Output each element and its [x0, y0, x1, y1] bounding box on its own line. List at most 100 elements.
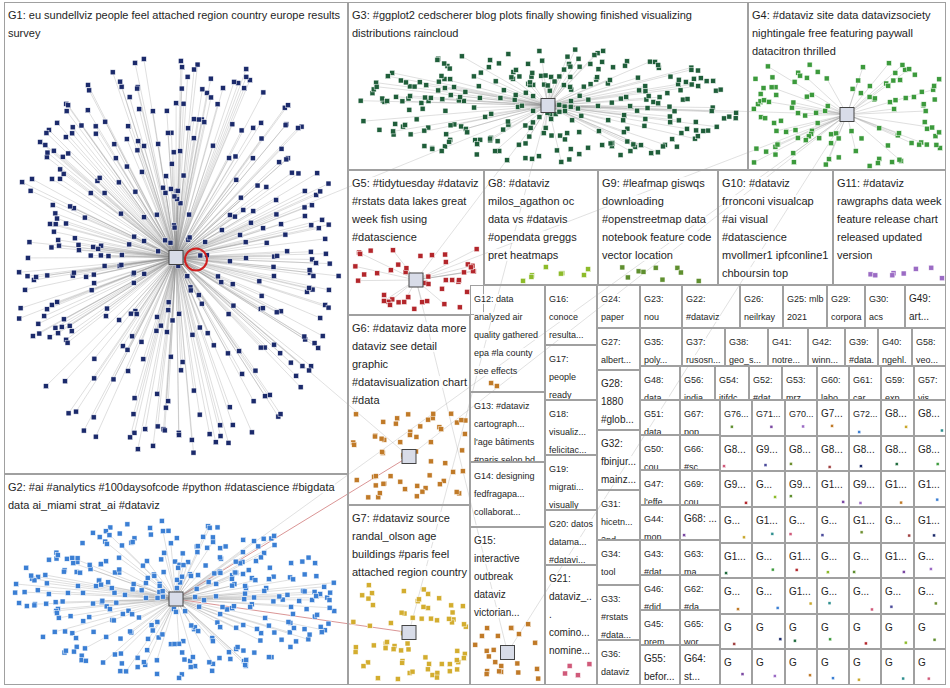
vertex [79, 653, 84, 658]
vertex [680, 97, 685, 102]
vertex [565, 131, 570, 136]
vertex [407, 107, 412, 112]
vertex [56, 243, 61, 248]
vertex [135, 148, 140, 153]
vertex [231, 303, 236, 308]
group-vertices [563, 662, 592, 678]
vertex-link [46, 133, 176, 257]
vertex [91, 415, 96, 420]
vertex [96, 246, 101, 251]
vertex [517, 74, 522, 79]
vertex [893, 70, 898, 75]
vertex [674, 144, 679, 149]
vertex-link [388, 76, 548, 105]
vertex [380, 449, 385, 454]
vertex [196, 117, 201, 122]
vertex [189, 437, 194, 442]
vertex [568, 84, 573, 89]
vertex [406, 412, 411, 417]
vertex [66, 103, 71, 108]
vertex [381, 298, 386, 303]
vertex [577, 93, 582, 98]
vertex-link [138, 141, 176, 257]
vertex [836, 136, 841, 141]
vertex [351, 619, 356, 624]
group-vertices [868, 265, 944, 281]
vertex [172, 225, 177, 230]
vertex [243, 591, 248, 596]
vertex [877, 126, 882, 131]
vertex [618, 153, 623, 158]
vertex [201, 534, 206, 539]
vertex [199, 301, 204, 306]
vertex [160, 185, 165, 190]
vertex [231, 604, 236, 609]
vertex [97, 535, 102, 540]
vertex [164, 108, 169, 113]
vertex [399, 610, 404, 615]
vertex [252, 539, 257, 544]
vertex [285, 249, 290, 254]
vertex [675, 265, 680, 270]
vertex [314, 261, 319, 266]
vertex [29, 573, 34, 578]
vertex [25, 274, 30, 279]
vertex [298, 385, 303, 390]
vertex [422, 128, 427, 133]
vertex [139, 339, 144, 344]
vertex [498, 96, 503, 101]
vertex [406, 295, 411, 300]
vertex [893, 98, 898, 103]
vertex [260, 306, 265, 311]
vertex [86, 83, 91, 88]
vertex [42, 314, 47, 319]
vertex [377, 491, 382, 496]
vertex-link [176, 258, 274, 345]
vertex [55, 553, 60, 558]
vertex [302, 589, 307, 594]
vertex [214, 594, 219, 599]
vertex [88, 253, 93, 258]
vertex [381, 481, 386, 486]
vertex [296, 125, 301, 130]
vertex [399, 648, 404, 653]
vertex [262, 588, 267, 593]
vertex-link [147, 599, 176, 650]
vertex [237, 349, 242, 354]
vertex [521, 278, 526, 283]
vertex [169, 161, 174, 166]
vertex [501, 127, 506, 132]
vertex [448, 93, 453, 98]
vertex [198, 253, 203, 258]
vertex [241, 537, 246, 542]
vertex-link [52, 179, 176, 258]
vertex [141, 357, 146, 362]
vertex [195, 62, 200, 67]
vertex [112, 652, 117, 657]
vertex [160, 632, 165, 637]
vertex [49, 302, 54, 307]
vertex [114, 600, 119, 605]
vertex [277, 594, 282, 599]
vertex [642, 123, 647, 128]
vertex [112, 142, 117, 147]
vertex [435, 57, 440, 62]
vertex [635, 108, 640, 113]
vertex [513, 67, 518, 72]
vertex [426, 274, 431, 279]
vertex [789, 495, 792, 498]
vertex [160, 589, 165, 594]
vertex [215, 620, 220, 625]
group-vertices [353, 247, 479, 312]
vertex [56, 237, 61, 242]
vertex [174, 188, 179, 193]
vertex [369, 591, 374, 596]
vertex [111, 377, 116, 382]
vertex [253, 368, 258, 373]
vertex [651, 99, 656, 104]
vertex [501, 88, 506, 93]
vertex-link [176, 77, 246, 258]
vertex [646, 93, 651, 98]
vertex [302, 572, 307, 577]
vertex [353, 264, 358, 269]
